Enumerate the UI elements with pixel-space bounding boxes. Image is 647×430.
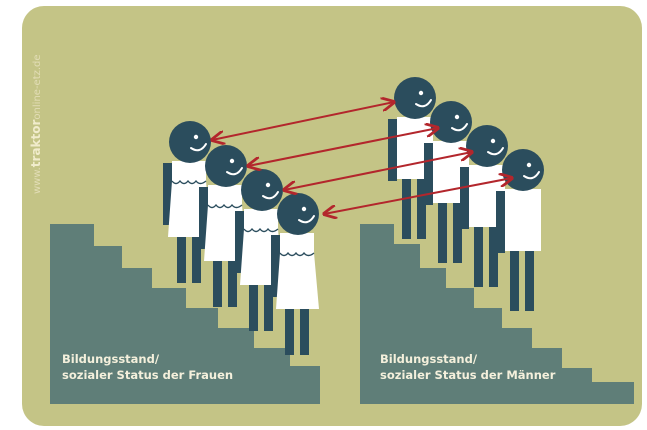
- man-figure-2-head: [430, 101, 472, 143]
- arrow-3: [284, 152, 472, 190]
- woman-figure-2-waist: [207, 203, 243, 209]
- woman-figure-4: [271, 193, 319, 355]
- woman-figure-1-arm: [163, 163, 172, 225]
- man-figure-4-arm: [496, 191, 505, 253]
- men-staircase: [360, 224, 634, 404]
- woman-figure-2-leg-left: [213, 245, 222, 307]
- education-status-diagram: Bildungsstand/ sozialer Status der Fraue…: [22, 6, 642, 426]
- man-figure-4-leg-left: [510, 249, 519, 311]
- comparison-arrows: [212, 102, 512, 214]
- woman-figure-3-waist: [243, 227, 279, 233]
- woman-figure-4-eye: [301, 206, 307, 212]
- watermark-brand: traktor: [29, 119, 43, 167]
- arrow-1: [212, 102, 394, 140]
- man-figure-1-head: [394, 77, 436, 119]
- watermark-prefix: www.: [32, 167, 43, 194]
- men-label-line2: sozialer Status der Männer: [380, 368, 556, 382]
- man-figure-1-arm: [388, 119, 397, 181]
- woman-figure-1-waist: [171, 179, 207, 185]
- women-figures: [163, 121, 319, 355]
- man-figure-3-head: [466, 125, 508, 167]
- woman-figure-3-smile: [262, 191, 279, 200]
- watermark-suffix: online-etz.de: [32, 54, 43, 119]
- women-label-line2: sozialer Status der Frauen: [62, 368, 233, 382]
- man-figure-2-leg-right: [453, 201, 462, 263]
- woman-figure-3-head: [241, 169, 283, 211]
- woman-figure-3-arm: [235, 211, 244, 273]
- woman-figure-3-eye: [265, 182, 271, 188]
- woman-figure-2-head: [205, 145, 247, 187]
- men-label-line1: Bildungsstand/: [380, 352, 478, 366]
- man-figure-1-leg-left: [402, 177, 411, 239]
- man-figure-2-eye: [454, 114, 460, 120]
- man-figure-3-arm: [460, 167, 469, 229]
- man-figure-3-leg-left: [474, 225, 483, 287]
- man-figure-3-eye: [490, 138, 496, 144]
- man-figure-1-eye: [418, 90, 424, 96]
- illustration-card: Bildungsstand/ sozialer Status der Fraue…: [22, 6, 642, 426]
- man-figure-1-smile: [415, 99, 432, 108]
- woman-figure-4-dress: [276, 233, 319, 309]
- man-figure-2-arm: [424, 143, 433, 205]
- women-staircase: [50, 224, 320, 404]
- women-label-line1: Bildungsstand/: [62, 352, 160, 366]
- woman-figure-4-arm: [271, 235, 280, 297]
- man-figure-2-smile: [451, 123, 468, 132]
- woman-figure-4-smile: [298, 215, 315, 224]
- woman-figure-4-waist: [279, 251, 315, 257]
- watermark: www.traktoronline-etz.de: [29, 54, 43, 194]
- woman-figure-1-leg-left: [177, 221, 186, 283]
- woman-figure-1-leg-right: [192, 221, 201, 283]
- woman-figure-4-head: [277, 193, 319, 235]
- woman-figure-4-leg-left: [285, 293, 294, 355]
- woman-figure-1-smile: [190, 143, 207, 152]
- woman-figure-1-head: [169, 121, 211, 163]
- woman-figure-1-eye: [193, 134, 199, 140]
- woman-figure-2-eye: [229, 158, 235, 164]
- man-figure-4-smile: [523, 171, 540, 180]
- man-figure-3-smile: [487, 147, 504, 156]
- woman-figure-2-leg-right: [228, 245, 237, 307]
- man-figure-2-leg-left: [438, 201, 447, 263]
- man-figure-4-leg-right: [525, 249, 534, 311]
- man-figure-4-eye: [526, 162, 532, 168]
- woman-figure-3: [235, 169, 283, 331]
- man-figure-4-head: [502, 149, 544, 191]
- woman-figure-4-leg-right: [300, 293, 309, 355]
- woman-figure-3-leg-right: [264, 269, 273, 331]
- woman-figure-3-leg-left: [249, 269, 258, 331]
- arrow-4: [324, 178, 512, 214]
- man-figure-3-leg-right: [489, 225, 498, 287]
- woman-figure-2-arm: [199, 187, 208, 249]
- woman-figure-2-smile: [226, 167, 243, 176]
- man-figure-4-shirt: [505, 189, 541, 251]
